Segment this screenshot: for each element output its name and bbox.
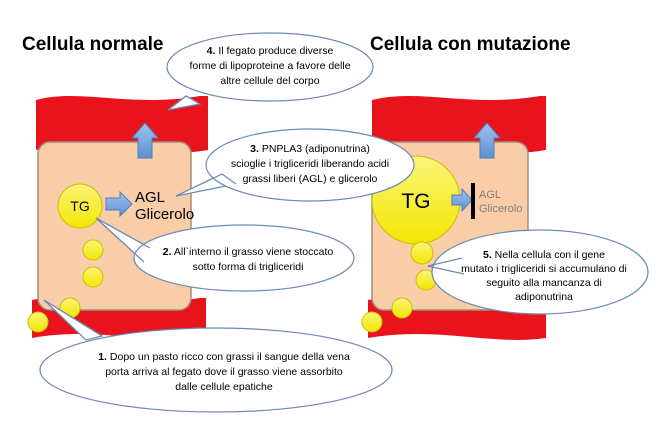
lipolysis-arrow-left: [105, 190, 133, 218]
fat-droplet: [361, 311, 383, 333]
callout-3-line-2: scioglie i trigliceridi liberando acidi: [231, 158, 389, 170]
tg-label-right: TG: [401, 190, 430, 213]
callout-3-line-3: grassi liberi (AGL) e glicerolo: [243, 173, 378, 185]
triglyceride-droplet-left: [57, 183, 103, 229]
callout-2-line-1: 2. All`interno il grasso viene stoccato: [163, 246, 334, 258]
callout-1-line-3: dalle cellule epatiche: [175, 381, 273, 393]
liver-cell-left: [37, 141, 192, 311]
callout-3-line-1: 3. PNPLA3 (adiponutrina): [250, 143, 370, 155]
agl-label-right: AGL: [479, 189, 501, 201]
fat-droplet: [391, 297, 413, 319]
export-arrow-up-right: [472, 122, 502, 159]
callout-4-line-1: 4. Il fegato produce diverse: [207, 45, 334, 57]
callout-5-line-2: mutato i trigliceridi si accumulano di: [461, 263, 627, 275]
callout-4: 4. Il fegato produce diverse forme di li…: [166, 32, 374, 111]
callout-5-line-1: 5. Nella cellula con il gene: [483, 249, 605, 261]
lipolysis-arrow-right: [451, 187, 473, 213]
callout-1-line-1: 1. Dopo un pasto ricco con grassi il san…: [98, 351, 350, 363]
top-blood-vessel-left: [36, 96, 208, 153]
callout-5-line-3: seguito alla mancanza di: [486, 277, 602, 289]
callout-2-line-2: sotto forma di trigliceridi: [193, 261, 304, 273]
heading-normal-cell: Cellula normale: [22, 34, 164, 55]
normal-cell-panel: TG AGL Glicerolo: [27, 96, 208, 340]
tg-label-left: TG: [70, 198, 89, 214]
callout-4-line-3: altre cellule del corpo: [220, 75, 319, 87]
callout-1: 1. Dopo un pasto ricco con grassi il san…: [39, 299, 393, 413]
fat-droplet: [82, 239, 104, 261]
fat-droplet: [82, 266, 104, 288]
callout-5-line-4: adiponutrina: [515, 291, 573, 303]
blocked-enzyme-bar: [471, 183, 475, 219]
agl-label-left: AGL: [135, 189, 165, 206]
heading-mutated-cell: Cellula con mutazione: [370, 34, 571, 55]
callout-2: 2. All`interno il grasso viene stoccato …: [95, 217, 355, 292]
callout-3: 3. PNPLA3 (adiponutrina) scioglie i trig…: [175, 128, 415, 202]
fat-droplet: [410, 241, 434, 265]
glycerol-label-right: Glicerolo: [479, 203, 522, 215]
top-blood-vessel-right: [372, 96, 546, 153]
fat-droplet: [27, 311, 49, 333]
glycerol-label-left: Glicerolo: [135, 206, 194, 223]
callout-1-line-2: porta arriva al fegato dove il grasso vi…: [105, 366, 343, 378]
callout-4-line-2: forme di lipoproteine a favore delle: [189, 60, 350, 72]
export-arrow-up-left: [130, 122, 160, 159]
callout-5: 5. Nella cellula con il gene mutato i tr…: [427, 229, 649, 315]
